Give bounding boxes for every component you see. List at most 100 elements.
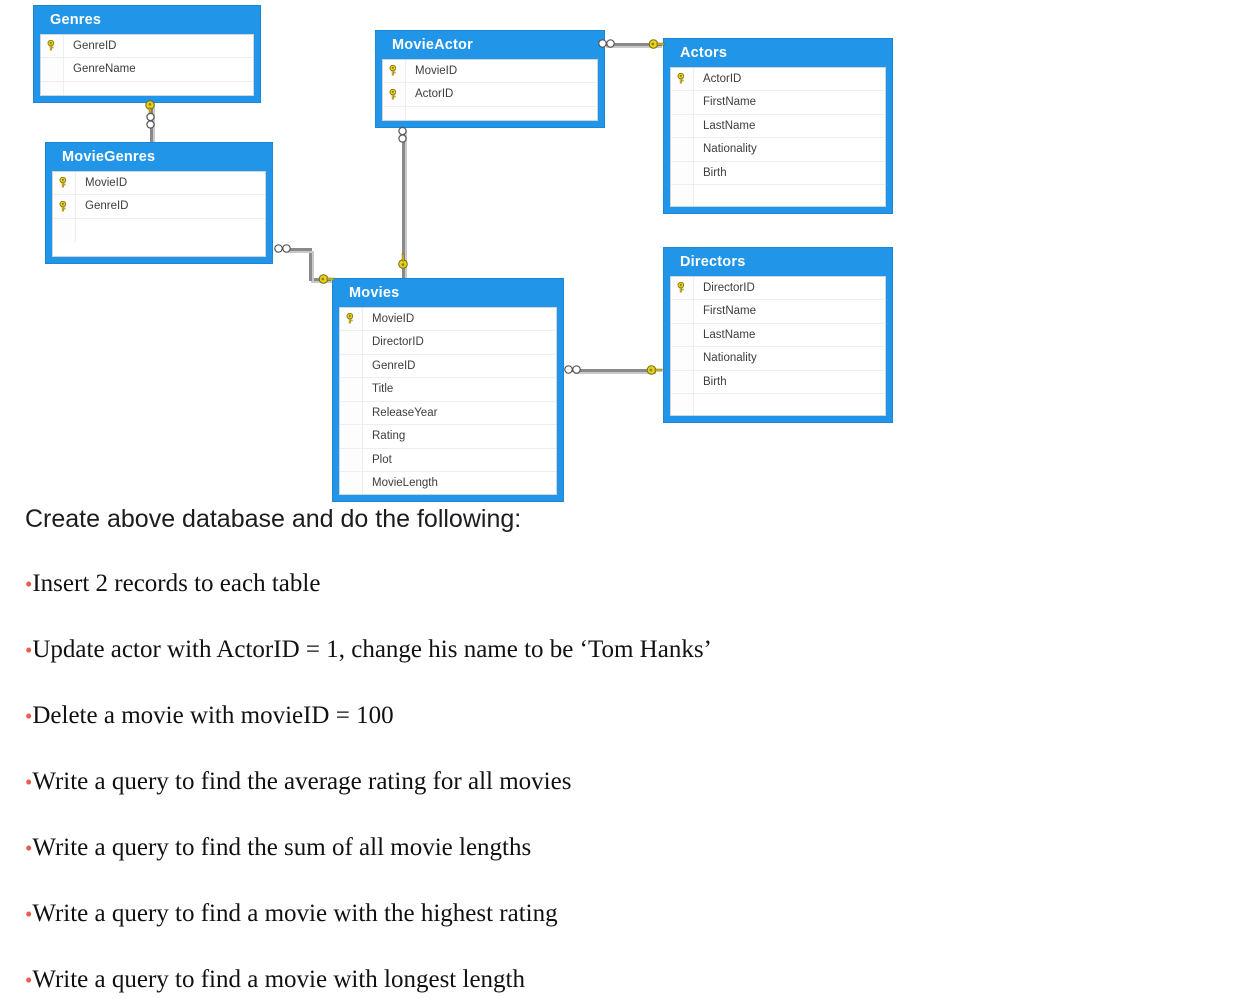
field-gutter <box>671 370 694 393</box>
field-row[interactable]: MovieID <box>383 59 597 83</box>
field-gutter <box>383 106 406 120</box>
connector-shadow <box>574 372 656 374</box>
relationship-many-end-movies-directors <box>564 365 581 374</box>
connector-movieactor-movies <box>402 128 405 278</box>
field-gutter <box>671 114 694 137</box>
instructions-lead: Create above database and do the followi… <box>25 505 522 533</box>
field-gutter <box>671 138 694 161</box>
field-gutter <box>340 425 363 448</box>
field-row[interactable]: GenreID <box>41 34 253 58</box>
field-label: GenreID <box>73 39 117 52</box>
field-gutter <box>671 300 694 323</box>
instruction-text: Insert 2 records to each table <box>32 570 321 597</box>
field-label: Birth <box>703 166 727 179</box>
field-gutter <box>671 161 694 184</box>
field-row-empty <box>53 218 265 242</box>
instruction-item: •Write a query to find a movie with the … <box>25 900 558 928</box>
primary-key-icon <box>671 276 694 299</box>
field-gutter <box>671 394 694 415</box>
field-row[interactable]: Plot <box>340 448 556 472</box>
primary-key-icon <box>41 34 64 57</box>
field-gutter <box>41 58 64 81</box>
relationship-many-end-movieactor-actors <box>598 39 615 48</box>
field-gutter <box>671 323 694 346</box>
field-label: Nationality <box>703 352 757 365</box>
field-row-empty <box>671 394 885 415</box>
field-row[interactable]: DirectorID <box>340 331 556 355</box>
connector-shadow <box>312 251 314 281</box>
field-row[interactable]: MovieLength <box>340 472 556 494</box>
field-row[interactable]: LastName <box>671 114 885 138</box>
field-label: ReleaseYear <box>372 406 438 419</box>
field-row[interactable]: GenreName <box>41 58 253 82</box>
relationship-many-end-moviegenres-movies <box>274 244 291 253</box>
field-row[interactable]: ReleaseYear <box>340 401 556 425</box>
bullet-icon: • <box>25 968 33 992</box>
field-row[interactable]: FirstName <box>671 300 885 324</box>
connector-shadow <box>288 251 312 253</box>
field-list: MovieID GenreID <box>52 170 266 257</box>
field-row[interactable]: Title <box>340 378 556 402</box>
field-row[interactable]: ActorID <box>383 83 597 107</box>
field-list: MovieID ActorID <box>382 58 598 121</box>
field-gutter <box>340 448 363 471</box>
field-row[interactable]: Nationality <box>671 347 885 371</box>
field-row[interactable]: MovieID <box>340 307 556 331</box>
entity-title: Actors <box>680 45 728 61</box>
field-gutter <box>340 378 363 401</box>
primary-key-icon <box>53 195 76 218</box>
field-label: GenreName <box>73 63 136 76</box>
connector-shadow <box>606 46 662 48</box>
field-gutter <box>340 354 363 377</box>
primary-key-icon <box>671 67 694 90</box>
entity-title: Directors <box>680 254 746 270</box>
field-gutter <box>41 81 64 95</box>
primary-key-icon <box>53 171 76 194</box>
instruction-item: •Insert 2 records to each table <box>25 570 320 598</box>
field-row[interactable]: FirstName <box>671 91 885 115</box>
field-label: GenreID <box>85 200 129 213</box>
field-row[interactable]: Birth <box>671 370 885 394</box>
connector-shadow <box>405 131 407 279</box>
field-row[interactable]: LastName <box>671 323 885 347</box>
field-row[interactable]: Nationality <box>671 138 885 162</box>
bullet-icon: • <box>25 770 33 794</box>
field-label: FirstName <box>703 96 757 109</box>
field-row[interactable]: DirectorID <box>671 276 885 300</box>
instruction-text: Write a query to find the sum of all mov… <box>32 834 532 861</box>
field-row-empty <box>671 185 885 206</box>
field-gutter <box>340 472 363 494</box>
bullet-icon: • <box>25 572 33 596</box>
relationship-key-end-actors <box>648 39 665 49</box>
field-row[interactable]: GenreID <box>53 195 265 219</box>
field-row[interactable]: ActorID <box>671 67 885 91</box>
instruction-item: •Update actor with ActorID = 1, change h… <box>25 636 712 664</box>
instruction-text: Write a query to find the average rating… <box>32 768 572 795</box>
primary-key-icon <box>383 83 406 106</box>
field-label: Rating <box>372 430 406 443</box>
relationship-many-end-movieactor-movies <box>398 126 407 143</box>
connector-moviegenres-movies-seg2 <box>309 248 312 281</box>
field-row[interactable]: Birth <box>671 161 885 185</box>
field-label: MovieLength <box>372 477 438 490</box>
field-label: MovieID <box>415 64 458 77</box>
field-label: Title <box>372 383 394 396</box>
entity-title: MovieActor <box>392 37 473 53</box>
field-label: DirectorID <box>372 336 424 349</box>
instruction-text: Delete a movie with movieID = 100 <box>32 702 394 729</box>
relationship-key-end-genres <box>145 100 155 115</box>
field-row[interactable]: MovieID <box>53 171 265 195</box>
primary-key-icon <box>383 59 406 82</box>
field-row[interactable]: GenreID <box>340 354 556 378</box>
field-row[interactable]: Rating <box>340 425 556 449</box>
field-list: GenreID GenreName <box>40 33 254 96</box>
relationship-many-end-moviegenres <box>146 112 155 129</box>
field-label: DirectorID <box>703 281 755 294</box>
